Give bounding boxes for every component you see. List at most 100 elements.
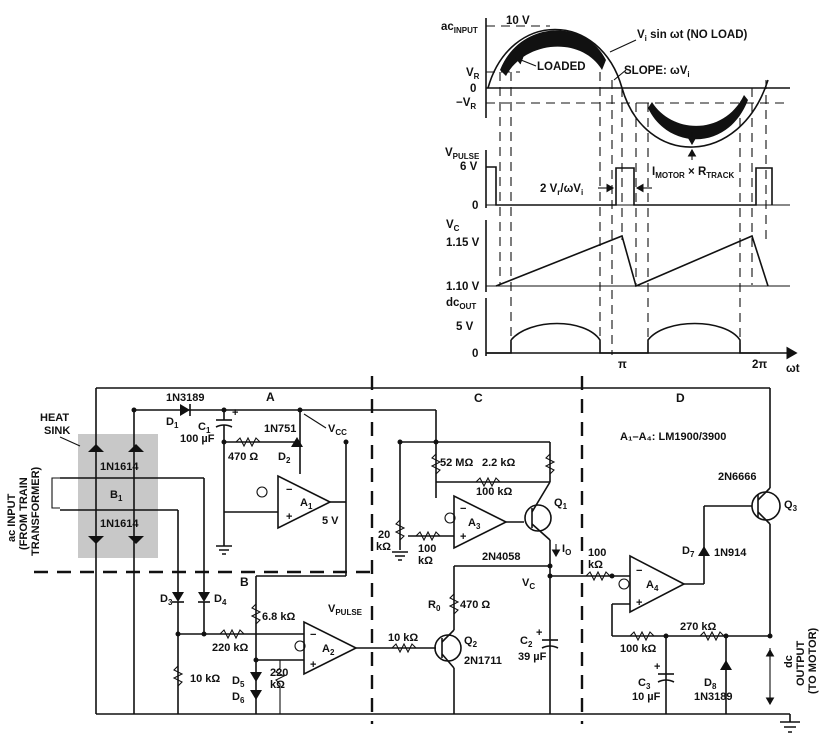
ac-input-brace (51, 477, 60, 509)
vc-low-label: 1.10 V (446, 281, 480, 293)
waveform-panel: acINPUT 10 V Vi sin ωt (NO LOAD) LOADED … (426, 14, 814, 375)
pot-20k-label-2: kΩ (376, 541, 391, 553)
q3-collector (757, 487, 771, 501)
ac-zero-label: 0 (470, 83, 476, 95)
heat-sink-label-2: SINK (44, 425, 70, 437)
r10k-b-label: 10 kΩ (190, 673, 220, 685)
vpulse-plot: VPULSE 6 V 0 2 Vr/ωVi (445, 147, 790, 212)
junction-dots (131, 407, 773, 663)
vpulse-level-label: 6 V (460, 161, 478, 173)
r22k (544, 453, 556, 475)
r270k (699, 630, 725, 642)
loaded-band-positive (500, 30, 606, 76)
c1-value: 100 µF (180, 433, 215, 445)
c3-value: 10 µF (632, 691, 661, 703)
c2-plus: + (536, 627, 542, 639)
vpulse-trace (486, 166, 773, 206)
d1-part: 1N3189 (166, 392, 205, 404)
r52m (430, 453, 442, 475)
bridge-bottom-part: 1N1614 (100, 518, 139, 530)
a4-minus: − (636, 565, 642, 577)
bridge-rectifier: 1N1614 B1 1N1614 (88, 444, 144, 544)
r10k-a-label: 10 kΩ (388, 632, 418, 644)
d1-symbol (180, 404, 190, 416)
r220-b (275, 660, 286, 714)
pot-ground (392, 551, 408, 561)
r100k-a-label: 100 kΩ (476, 486, 513, 498)
vcc-pointer (303, 413, 327, 429)
ac-input-axis-label: acINPUT (441, 21, 478, 35)
vr-label: VR (466, 67, 480, 81)
dcout-plot: dcOUT 5 V 0 π 2π ωt (446, 297, 800, 375)
pot-20k-label-1: 20 (378, 529, 390, 541)
io-label: IO (562, 543, 571, 557)
a4-opamp (629, 554, 686, 614)
r470-a (235, 436, 261, 448)
r100k-b (415, 530, 441, 542)
d4-name: D4 (214, 593, 227, 607)
d8-symbol (720, 660, 732, 670)
vcc-label: VCC (328, 423, 347, 437)
a1-minus: − (286, 484, 292, 496)
timing-guides (499, 72, 767, 355)
dcout-level-label: 5 V (456, 321, 474, 333)
ground-symbol (780, 721, 800, 733)
a1-output-label: 5 V (322, 515, 339, 527)
r0-resistor (448, 593, 460, 615)
section-c-label: C (474, 391, 483, 405)
d8-part: 1N3189 (694, 691, 733, 703)
c3-name: C3 (638, 677, 651, 691)
r68k-label: 6.8 kΩ (262, 611, 295, 623)
r100k-a (475, 476, 501, 488)
d3-symbol (172, 592, 184, 602)
waveform-background (426, 14, 814, 373)
a1-ground (216, 545, 232, 555)
vc-axis-label: VC (446, 219, 460, 233)
d4-symbol (198, 592, 210, 602)
d1-name: D1 (166, 416, 179, 430)
vc-high-label: 1.15 V (446, 237, 480, 249)
c3-plus: + (654, 661, 660, 673)
r10k-b (172, 665, 184, 687)
r100k-c-label-1: 100 (588, 547, 606, 559)
svg-text:ac INPUT: ac INPUT (6, 493, 18, 542)
imotor-label: IMOTOR × RTRACK (652, 166, 734, 180)
r0-name: R0 (428, 599, 441, 613)
bridge-top-part: 1N1614 (100, 461, 139, 473)
a3-plus: + (460, 531, 466, 543)
section-d-label: D (676, 391, 685, 405)
d2-name: D2 (278, 451, 291, 465)
c2-plate-bottom (541, 645, 559, 649)
r100k-c (585, 570, 611, 582)
d5-symbol (250, 672, 262, 682)
q1-name: Q1 (554, 497, 568, 511)
section-b-label: B (240, 575, 249, 589)
heat-sink-pointer (59, 436, 81, 447)
loaded-label: LOADED (537, 61, 586, 73)
r22k-label: 2.2 kΩ (482, 457, 515, 469)
a3-current-source (444, 512, 456, 524)
loaded-pointer (514, 56, 537, 67)
c2-name: C2 (520, 635, 533, 649)
r220-b-label-2: kΩ (270, 679, 285, 691)
svg-text:TRANSFORMER): TRANSFORMER) (30, 466, 42, 556)
a2-name: A2 (322, 643, 335, 657)
a4-name: A4 (646, 579, 659, 593)
q2-name: Q2 (464, 635, 478, 649)
r100k-c-label-2: kΩ (588, 559, 603, 571)
pot-20k (394, 519, 406, 541)
dcout-axis-label: dcOUT (446, 297, 476, 311)
q3-name: Q3 (784, 499, 798, 513)
pi-tick-label: π (618, 359, 627, 371)
d7-name: D7 (682, 545, 695, 559)
d2-part: 1N751 (264, 423, 296, 435)
r220-a-label: 220 kΩ (212, 642, 249, 654)
vpulse-zero-label: 0 (472, 200, 478, 212)
schematic: A B C D HEAT SINK ac INPUT (FROM TRAIN T… (6, 376, 819, 733)
d5-name: D5 (232, 675, 245, 689)
slope-label: SLOPE: ωVi (624, 65, 690, 79)
c1-plus: + (232, 407, 238, 419)
q1-collector (531, 523, 551, 541)
neg-vr-label: −VR (456, 97, 476, 111)
a2-current-source (294, 640, 306, 652)
